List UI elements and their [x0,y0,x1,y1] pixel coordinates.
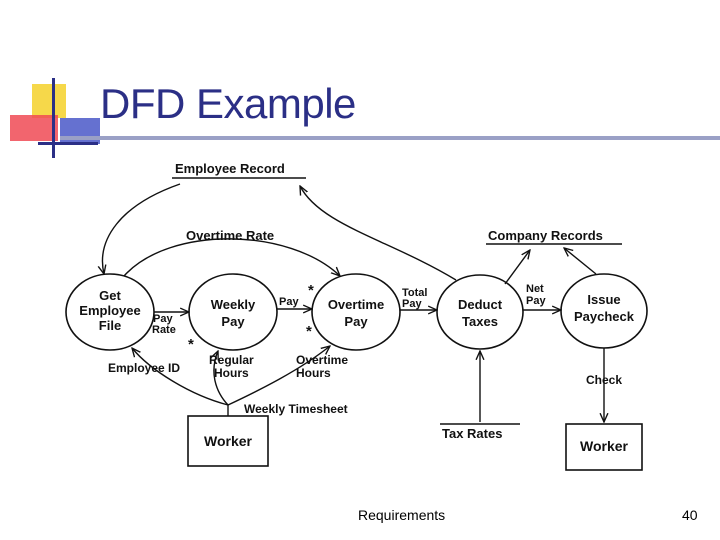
marker-asterisk: * [306,323,312,340]
process-label-line: File [99,318,121,333]
slide-logo-decoration [10,78,100,158]
flow-overtime-rate [123,238,340,276]
marker-asterisk: * [308,282,314,299]
flow-label-pay-rate-line: Rate [152,324,176,336]
flow-label-check: Check [586,373,622,387]
process-get-employee-file: Get Employee File [65,273,155,351]
logo-yellow-square [32,84,66,118]
entity-worker-left: Worker [187,415,269,467]
store-company-records-label: Company Records [488,228,603,243]
flow-label-pay: Pay [279,296,299,308]
process-label-line: Deduct [458,297,503,312]
process-overtime-pay: Overtime Pay [311,273,401,351]
flow-label-overtime-rate: Overtime Rate [186,228,274,243]
process-label-line: Taxes [462,314,498,329]
process-deduct-taxes: Deduct Taxes [436,274,524,350]
process-label-line: Pay [221,314,245,329]
marker-asterisk: * [188,336,194,353]
flow-label-net-pay-line: Pay [526,295,546,307]
flow-label-employee-id: Employee ID [108,361,180,375]
entity-worker-right-label: Worker [580,438,629,454]
entity-worker-right: Worker [565,423,643,471]
store-tax-rates: Tax Rates [440,423,520,441]
logo-red-square [10,115,58,141]
logo-vertical-line [52,78,55,158]
flow-employee-id [132,348,229,406]
store-company-records: Company Records [486,228,622,245]
flow-label-weekly-timesheet: Weekly Timesheet [244,402,348,416]
flow-label-total-pay-line: Total [402,287,427,299]
process-label-line: Pay [344,314,368,329]
logo-horizontal-line [38,142,98,145]
flow-overtime-hours [227,346,330,406]
flow-issue-to-company-records [564,248,597,275]
store-employee-record-label: Employee Record [175,161,285,176]
process-label-line: Issue [587,292,620,307]
flow-label-regular-hours-line: Hours [214,366,249,380]
footer-section-label: Requirements [358,507,446,523]
process-label-line: Get [99,288,121,303]
process-issue-paycheck: Issue Paycheck [560,273,648,349]
store-employee-record: Employee Record [172,161,306,179]
process-label-line: Paycheck [574,309,635,324]
flow-label-overtime-hours-line: Hours [296,366,331,380]
slide-title: DFD Example [100,80,356,127]
flow-regular-hours [214,351,229,406]
flow-employee-record-to-get-file [103,183,181,274]
process-weekly-pay: Weekly Pay [188,273,278,351]
flow-label-regular-hours-line: Regular [209,353,254,367]
process-label-line: Overtime [328,297,384,312]
process-label-line: Employee [79,303,140,318]
flow-label-overtime-hours-line: Overtime [296,353,348,367]
page-number: 40 [682,507,698,523]
title-underline [60,136,720,140]
flow-deduct-to-employee-record [300,186,457,281]
flow-label-pay-rate-line: Pay [153,313,173,325]
process-label-line: Weekly [211,297,256,312]
flow-deduct-to-company-records [504,250,530,285]
entity-worker-left-label: Worker [204,433,253,449]
store-tax-rates-label: Tax Rates [442,426,502,441]
flow-label-net-pay-line: Net [526,283,544,295]
flow-label-total-pay-line: Pay [402,298,422,310]
